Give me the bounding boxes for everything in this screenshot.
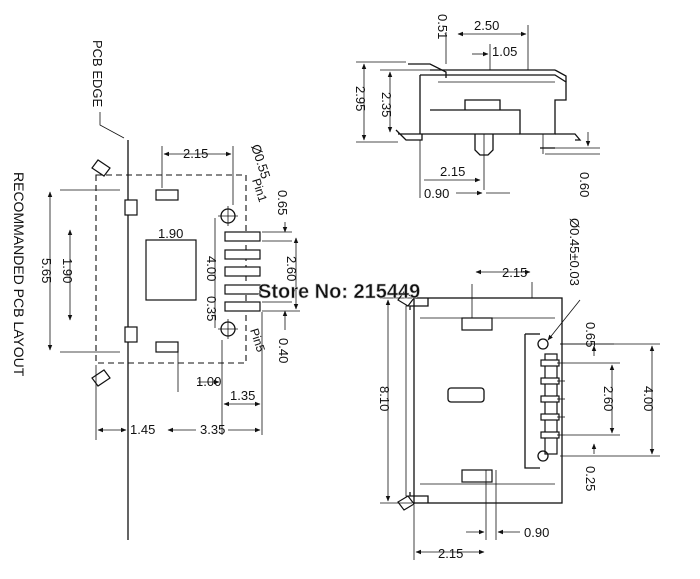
layout-dim-3-35: 3.35	[200, 422, 225, 437]
pin-pad-1	[224, 231, 261, 242]
pin5-label: Pin5	[247, 327, 268, 354]
layout-dim-1-90-h: 1.90	[158, 226, 183, 241]
corner-tab-top	[91, 159, 111, 177]
layout-dim-diam-0-55: Ø0.55	[248, 142, 273, 180]
layout-dim-2-15: 2.15	[183, 146, 208, 161]
side-dim-0-90: 0.90	[424, 186, 449, 201]
layout-dim-2-60: 2.60	[284, 256, 299, 281]
top-dim-2-15-lower: 2.15	[438, 546, 463, 561]
pin1-label: Pin1	[249, 177, 270, 204]
top-latch-upper	[461, 317, 493, 331]
pin-pad-3	[224, 266, 261, 277]
pin-pad-5	[224, 301, 261, 312]
center-ground-pad	[145, 239, 197, 301]
pcb-layout-view: RECOMMANDED PCB LAYOUT PCB EDGE 2.1	[11, 40, 300, 540]
mount-pad-bottom-right	[155, 341, 179, 353]
layout-dim-0-65: 0.65	[275, 190, 290, 215]
recommended-layout-label: RECOMMANDED PCB LAYOUT	[11, 172, 27, 377]
top-latch-lower	[461, 469, 493, 483]
side-dim-1-05: 1.05	[492, 44, 517, 59]
top-dim-0-90: 0.90	[524, 525, 549, 540]
side-dim-2-50: 2.50	[474, 18, 499, 33]
layout-dim-1-35: 1.35	[230, 388, 255, 403]
top-dim-diam-0-45: Ø0.45±0.03	[567, 218, 582, 286]
side-view: 0.51 2.50 1.05 2.95 2.35 2.15 0.90 0.60	[353, 14, 600, 201]
store-watermark: Store No: 215449	[258, 281, 420, 303]
top-pin-block	[544, 353, 558, 455]
pin-pad-4	[224, 284, 261, 295]
pcb-edge-label: PCB EDGE	[90, 40, 105, 108]
top-dim-2-15-upper: 2.15	[502, 265, 527, 280]
side-body-outline	[420, 74, 567, 135]
mount-pad-top-left	[124, 199, 138, 216]
top-corner-tab-tl	[397, 291, 415, 307]
top-hole-upper	[537, 338, 549, 350]
pin-pad-2	[224, 249, 261, 260]
layout-dim-1-90-v: 1.90	[60, 258, 75, 283]
top-center-slot	[447, 387, 485, 403]
layout-dim-5-65: 5.65	[39, 258, 54, 283]
top-dim-0-25: 0.25	[583, 466, 598, 491]
top-dim-8-10: 8.10	[377, 386, 392, 411]
mount-pad-top-right	[155, 189, 179, 201]
side-dim-0-51: 0.51	[435, 14, 450, 39]
side-dim-2-15: 2.15	[440, 164, 465, 179]
layout-dim-4-00: 4.00	[204, 256, 219, 281]
side-dim-0-60: 0.60	[577, 172, 592, 197]
top-hole-lower	[537, 450, 549, 462]
pcb-edge-leader	[99, 112, 125, 139]
corner-tab-bottom	[91, 369, 111, 387]
side-dim-2-95: 2.95	[353, 86, 368, 111]
layout-dim-1-45: 1.45	[130, 422, 155, 437]
top-view: 2.15 Ø0.45±0.03 0.65 8.10 2.60 4.00 0.25…	[377, 218, 660, 561]
side-dim-2-35: 2.35	[379, 92, 394, 117]
layout-dim-1-00: 1.00	[196, 374, 221, 389]
top-dim-0-65: 0.65	[583, 322, 598, 347]
top-dim-4-00: 4.00	[641, 386, 656, 411]
layout-dim-0-35: 0.35	[204, 296, 219, 321]
layout-dim-0-40: 0.40	[276, 338, 291, 363]
top-dim-2-60: 2.60	[601, 386, 616, 411]
mount-pad-bottom-left	[124, 326, 138, 343]
